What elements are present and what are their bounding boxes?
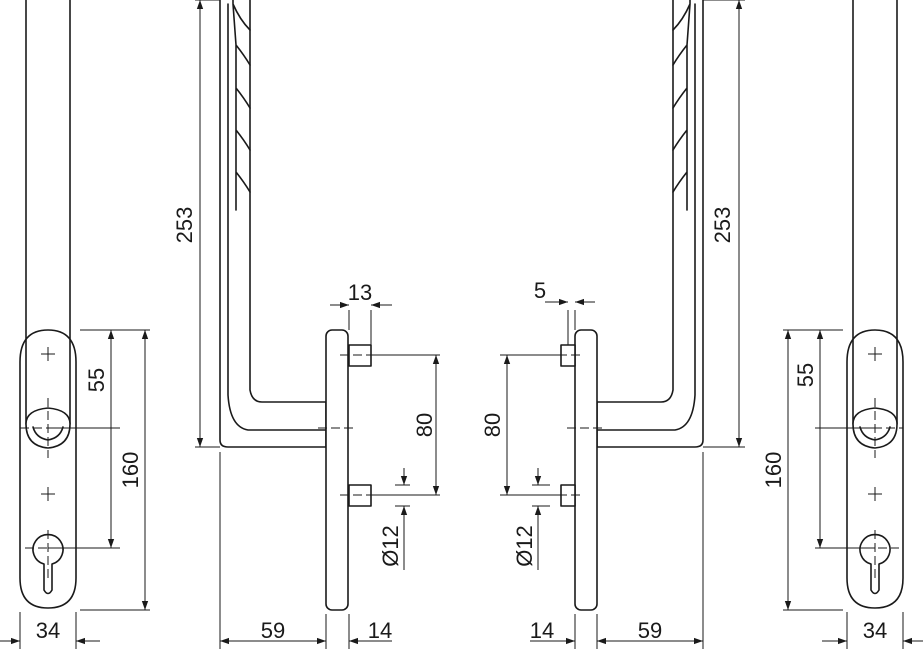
cylinder-cutout xyxy=(859,533,891,595)
dim-handle-height: 253 xyxy=(172,207,197,244)
back-plate xyxy=(19,329,77,609)
handle-lever-inner xyxy=(227,3,327,431)
dim-spindle-offset: 5 xyxy=(534,278,546,303)
rosette xyxy=(325,329,349,611)
dim-spindle-to-cylinder: 55 xyxy=(793,363,818,387)
cylinder-cutout xyxy=(32,533,64,595)
grip-profile xyxy=(672,0,691,211)
rosette xyxy=(574,329,598,611)
grip-profile xyxy=(232,0,251,211)
dim-projection: 59 xyxy=(261,618,285,643)
dim-spindle-offset: 13 xyxy=(348,280,372,305)
dim-plate-width: 34 xyxy=(863,618,887,643)
left-side-view: 253 80 13 Ø12 59 14 xyxy=(172,0,440,649)
dim-plate-width: 34 xyxy=(36,618,60,643)
plus-mark xyxy=(868,487,882,501)
dim-plate-length: 160 xyxy=(761,452,786,489)
dim-rosette-depth: 14 xyxy=(368,618,392,643)
plus-mark xyxy=(41,487,55,501)
dim-projection: 59 xyxy=(638,618,662,643)
back-plate xyxy=(846,329,904,609)
plus-mark xyxy=(868,347,882,361)
right-side-view: 253 80 5 Ø12 59 14 xyxy=(480,0,745,649)
left-front-view: 55 160 34 xyxy=(0,0,150,649)
handle-lever-inner xyxy=(596,3,696,431)
plus-mark xyxy=(41,347,55,361)
dim-screw-diameter: Ø12 xyxy=(378,525,403,567)
dim-plate-length: 160 xyxy=(118,452,143,489)
dim-handle-height: 253 xyxy=(710,207,735,244)
dim-rosette-depth: 14 xyxy=(530,618,554,643)
dim-spindle-to-cylinder: 55 xyxy=(84,368,109,392)
dim-screw-diameter: Ø12 xyxy=(512,525,537,567)
dim-screw-spacing: 80 xyxy=(480,413,505,437)
dim-screw-spacing: 80 xyxy=(412,413,437,437)
right-front-view: 55 160 34 xyxy=(761,0,923,649)
